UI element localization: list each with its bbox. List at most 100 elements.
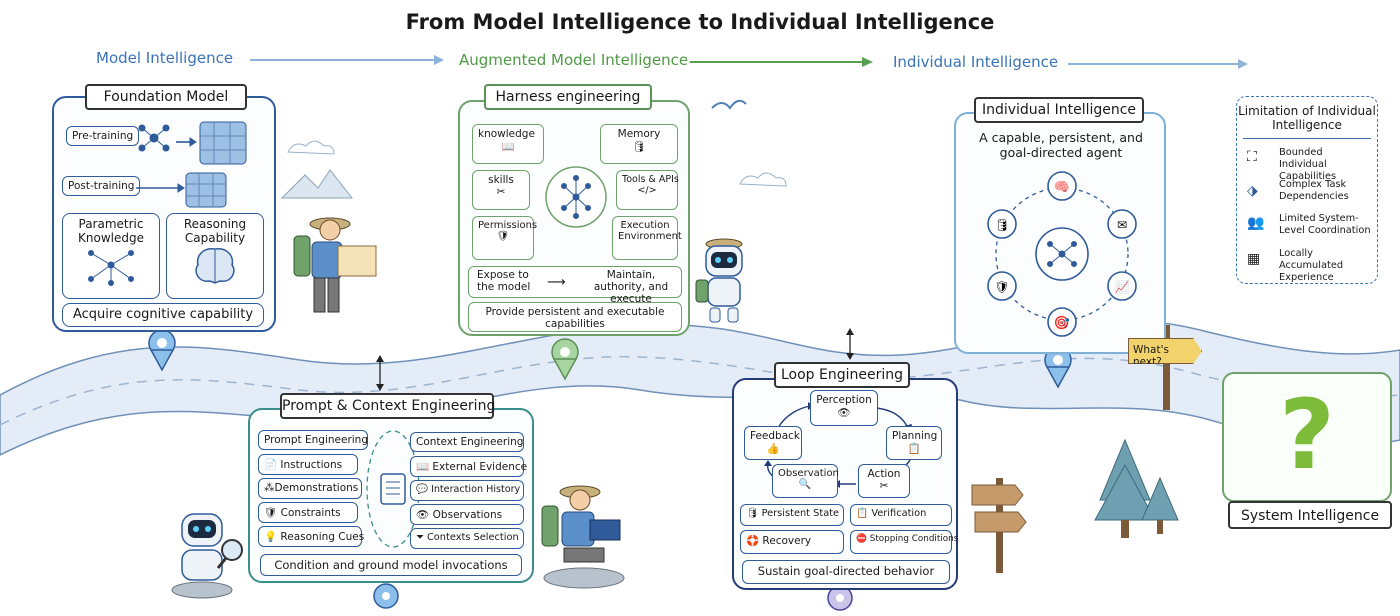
instructions-label: Instructions — [280, 459, 343, 471]
context-engineering-header: Context Engineering — [410, 432, 524, 452]
explorer-with-map — [293, 217, 377, 313]
limitation-card: Limitation of Individual Intelligence ⛶ … — [1236, 96, 1378, 284]
interaction-history-item: 💬 Interaction History — [410, 480, 524, 501]
feedback-box: Feedback👍 — [744, 426, 802, 460]
individual-intelligence-banner: Individual Intelligence — [974, 97, 1144, 123]
permissions-box: Permissions 🛡 — [472, 216, 538, 260]
recovery-label: Recovery — [762, 535, 812, 547]
experience-icon: ▦ — [1247, 251, 1261, 267]
svg-text:📈: 📈 — [1115, 280, 1130, 294]
harness-footer: Provide persistent and executable capabi… — [468, 302, 682, 332]
tree-1 — [1094, 438, 1156, 538]
tools-apis-label: Tools & APIs — [622, 174, 679, 185]
whats-next-sign: What's next? — [1128, 338, 1202, 364]
action-label: Action — [867, 468, 901, 480]
dependency-icon: ⬗ — [1247, 183, 1258, 199]
foundation-footer: Acquire cognitive capability — [62, 303, 264, 327]
checklist-icon: 📋 — [907, 443, 921, 455]
limitation-title: Limitation of Individual Intelligence — [1238, 104, 1376, 132]
individual-intelligence-card: A capable, persistent, and goal-directed… — [954, 112, 1166, 354]
knowledge-label: knowledge — [478, 128, 535, 140]
limitation-item-4: Locally Accumulated Experience — [1279, 248, 1344, 283]
planning-box: Planning📋 — [886, 426, 942, 460]
limitation-divider — [1243, 138, 1371, 139]
instructions-item: 📄 Instructions — [258, 454, 358, 475]
knowledge-box: knowledge 📖 — [472, 124, 544, 164]
signpost-post — [1163, 325, 1170, 410]
stop-icon: ⛔ — [856, 534, 870, 544]
planning-label: Planning — [892, 430, 938, 442]
cloud-1 — [287, 140, 335, 155]
system-intelligence-banner: System Intelligence — [1228, 501, 1392, 529]
clipboard-check-icon: 📋 — [856, 508, 872, 519]
verification-item: 📋 Verification — [850, 504, 952, 526]
book-icon: 📖 — [501, 141, 515, 153]
loop-engineering-card: Perception👁 Planning📋 Action✂ Observatio… — [732, 378, 958, 590]
stopping-conditions-item: ⛔ Stopping Conditions — [850, 530, 958, 554]
robot-with-magnifier — [171, 513, 243, 599]
brain-icon — [195, 248, 235, 284]
shield-icon: 🛡 — [264, 507, 281, 519]
demonstrations-label: Demonstrations — [274, 482, 359, 494]
eye-icon: 👁 — [416, 509, 433, 521]
contexts-selection-label: Contexts Selection — [426, 532, 519, 543]
prompt-context-card: Prompt Engineering Context Engineering 📄… — [248, 408, 534, 583]
stopping-conditions-label: Stopping Conditions — [869, 534, 959, 544]
permissions-label: Permissions — [478, 220, 538, 231]
tools-icon: ✂ — [879, 480, 889, 492]
observations-label: Observations — [432, 509, 503, 521]
external-evidence-item: 📖 External Evidence — [410, 456, 527, 477]
network-icon — [88, 250, 134, 286]
memory-box: Memory 🛢 — [600, 124, 678, 164]
parametric-knowledge-box: Parametric Knowledge — [62, 213, 160, 299]
observation-label: Observation — [778, 468, 839, 479]
stage-label-model: Model Intelligence — [96, 49, 234, 67]
observation-box: Observation🔍 — [772, 464, 839, 498]
svg-text:🧠: 🧠 — [1054, 180, 1070, 195]
foundation-model-banner: Foundation Model — [85, 84, 247, 110]
question-mark-icon: ? — [1279, 379, 1335, 491]
signpost-left — [971, 478, 1027, 573]
perception-label: Perception — [816, 394, 872, 406]
posttraining-label: Post-training — [62, 176, 141, 196]
road-lane — [0, 355, 1400, 426]
tools-apis-box: Tools & APIs </> — [616, 170, 679, 210]
lifebuoy-icon: 🛟 — [746, 535, 763, 547]
execution-label: Execution Environment — [618, 220, 682, 242]
stage-label-individual: Individual Intelligence — [893, 53, 1059, 71]
interaction-history-label: Interaction History — [431, 484, 521, 495]
code-icon: </> — [637, 185, 657, 196]
loop-footer: Sustain goal-directed behavior — [742, 560, 950, 584]
svg-text:🎯: 🎯 — [1054, 315, 1070, 331]
agent-cycle-diagram: 🧠 ✉ 📈 🎯 🛡 🛢 — [987, 171, 1137, 337]
loop-engineering-banner: Loop Engineering — [774, 362, 910, 388]
limitation-item-1: Bounded Individual Capabilities — [1279, 147, 1337, 182]
skills-label: skills — [488, 174, 514, 186]
limitation-item-2: Complex Task Dependencies — [1279, 179, 1349, 202]
cloud-2 — [739, 172, 787, 187]
reasoning-capability-box: Reasoning Capability — [166, 213, 264, 299]
system-intelligence-card: ? — [1222, 372, 1392, 502]
coordination-icon: 👥 — [1247, 215, 1265, 231]
tools-icon: ✂ — [496, 186, 506, 198]
pretraining-label: Pre-training — [66, 126, 140, 146]
perception-box: Perception👁 — [810, 390, 878, 426]
prompt-footer: Condition and ground model invocations — [260, 554, 522, 576]
persistent-state-label: Persistent State — [761, 508, 840, 519]
constraints-label: Constraints — [280, 507, 341, 519]
robot-with-tablet — [695, 238, 743, 323]
pin-4 — [373, 583, 399, 609]
execution-box: Execution Environment — [612, 216, 682, 260]
reasoning-capability-label: Reasoning Capability — [183, 217, 247, 245]
chat-icon: 💬 — [416, 484, 431, 495]
limitation-item-3: Limited System-Level Coordination — [1279, 213, 1371, 236]
constraints-item: 🛡 Constraints — [258, 502, 358, 523]
harness-card: knowledge 📖 Memory 🛢 skills ✂ Tools & AP… — [458, 100, 690, 336]
svg-text:✉: ✉ — [1117, 218, 1127, 232]
eye-icon: 👁 — [837, 407, 851, 419]
expose-maintain-box: Expose to the model ⟶ Maintain, authorit… — [468, 266, 682, 305]
document-icon: 📄 — [264, 459, 281, 471]
explorer-reading-book — [541, 485, 625, 589]
individual-subtitle: A capable, persistent, and goal-directed… — [979, 130, 1143, 160]
database-icon: 🛢 — [746, 508, 762, 519]
